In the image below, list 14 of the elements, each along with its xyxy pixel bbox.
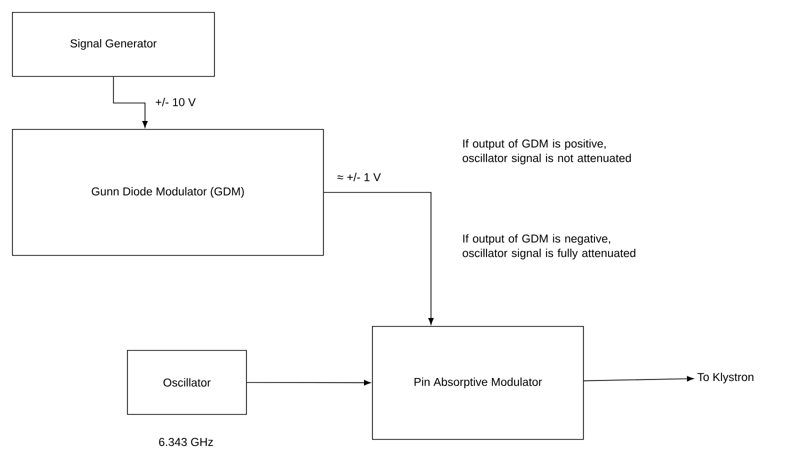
edge-label: ≈ +/- 1 V bbox=[336, 172, 382, 182]
block-box: Signal Generator bbox=[12, 12, 215, 77]
block-box: Pin Absorptive Modulator bbox=[372, 326, 584, 440]
block-box: Gunn Diode Modulator (GDM) bbox=[12, 129, 324, 256]
note-text: If output of GDM is positive, oscillator signal is not attenuated bbox=[462, 139, 631, 164]
arrow bbox=[583, 376, 694, 382]
frequency-label: 6.343 GHz bbox=[159, 438, 213, 446]
arrow bbox=[246, 380, 371, 386]
note-text: If output of GDM is negative, oscillator signal is fully attenuated bbox=[462, 234, 636, 260]
arrow bbox=[323, 192, 434, 325]
edge-label: +/- 10 V bbox=[154, 96, 197, 108]
block-box: Oscillator bbox=[127, 350, 247, 415]
output-label: To Klystron bbox=[697, 372, 754, 384]
arrow bbox=[113, 76, 148, 128]
